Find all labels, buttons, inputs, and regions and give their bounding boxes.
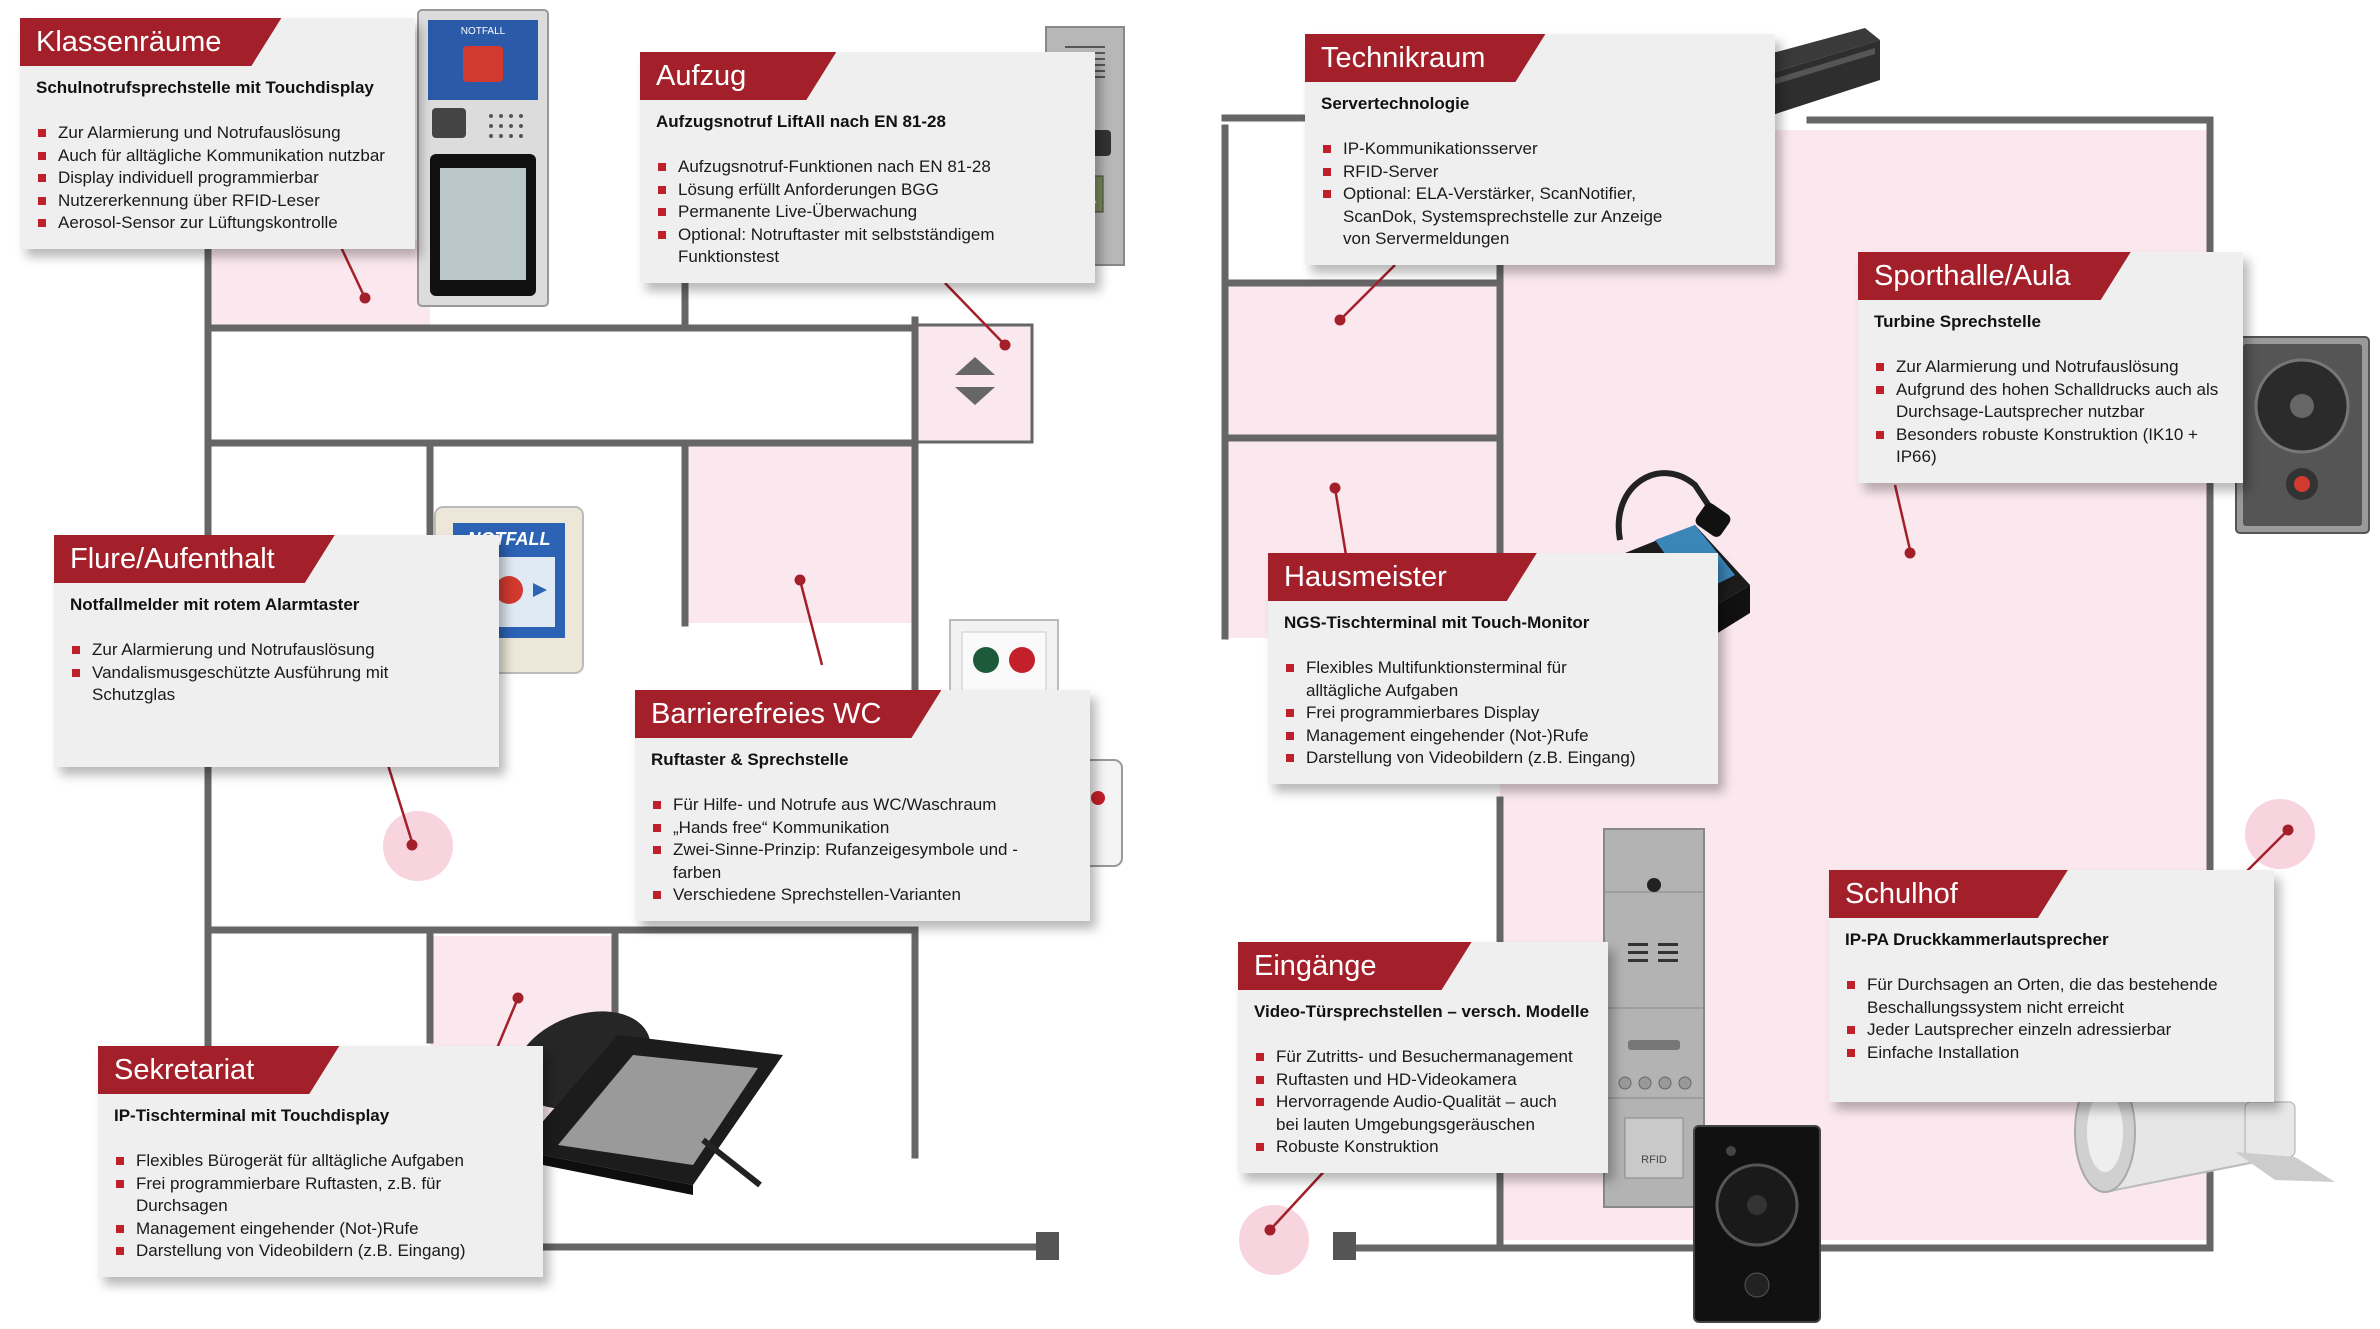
list-item: Auch für alltägliche Kommunikation nutzb… <box>36 145 399 168</box>
list-item: Darstellung von Videobildern (z.B. Einga… <box>1284 747 1644 770</box>
list-item: Jeder Lautsprecher einzeln adressierbar <box>1845 1019 2245 1042</box>
card-flure-subtitle: Notfallmelder mit rotem Alarmtaster <box>70 595 360 614</box>
card-flure-list: Zur Alarmierung und Notrufauslösung Vand… <box>70 639 410 707</box>
list-item: Optional: Notruftaster mit selbstständig… <box>656 224 1079 269</box>
card-wc-list: Für Hilfe- und Notrufe aus WC/Waschraum … <box>651 794 1021 907</box>
touch-panel-device-icon: NOTFALL <box>417 9 549 307</box>
card-klassenraeume-list: Zur Alarmierung und Notrufauslösung Auch… <box>36 122 399 235</box>
ip-desk-phone-device-icon <box>515 1011 783 1195</box>
card-klassenraeume-subtitle: Schulnotrufsprechstelle mit Touchdisplay <box>36 78 374 97</box>
elevator-shaft <box>913 323 1034 444</box>
horn-speaker-device-icon <box>2074 1070 2335 1194</box>
list-item: Vandalismusgeschützte Ausführung mit Sch… <box>70 662 410 707</box>
elevator-down-icon <box>955 387 995 405</box>
card-aufzug-list: Aufzugsnotruf-Funktionen nach EN 81-28 L… <box>656 156 1079 269</box>
card-schulhof: Schulhof IP-PA Druckkammerlautsprecher F… <box>1829 870 2274 1102</box>
elevator-up-icon <box>955 357 995 375</box>
list-item: Robuste Konstruktion <box>1254 1136 1584 1159</box>
card-hausmeister: Hausmeister NGS-Tischterminal mit Touch-… <box>1268 553 1718 784</box>
list-item: Verschiedene Sprechstellen-Varianten <box>651 884 1021 907</box>
list-item: Für Hilfe- und Notrufe aus WC/Waschraum <box>651 794 1021 817</box>
list-item: IP-Kommunikationsserver <box>1321 138 1681 161</box>
card-aufzug: Aufzug Aufzugsnotruf LiftAll nach EN 81-… <box>640 52 1095 283</box>
list-item: „Hands free“ Kommunikation <box>651 817 1021 840</box>
card-sporthalle-title: Sporthalle/Aula <box>1858 252 2131 300</box>
card-klassenraeume: Klassenräume Schulnotrufsprechstelle mit… <box>20 18 415 249</box>
card-barrierefreies-wc: Barrierefreies WC Ruftaster & Sprechstel… <box>635 690 1090 921</box>
list-item: Hervorragende Audio-Qualität – auch bei … <box>1254 1091 1584 1136</box>
list-item: Optional: ELA-Verstärker, ScanNotifier, … <box>1321 183 1681 251</box>
card-sporthalle-subtitle: Turbine Sprechstelle <box>1874 312 2041 331</box>
card-schulhof-list: Für Durchsagen an Orten, die das bestehe… <box>1845 974 2245 1064</box>
card-schulhof-subtitle: IP-PA Druckkammerlautsprecher <box>1845 930 2109 949</box>
list-item: Darstellung von Videobildern (z.B. Einga… <box>114 1240 484 1263</box>
panel-notfall-label: NOTFALL <box>461 26 506 37</box>
card-eingaenge-subtitle: Video-Türsprechstellen – versch. Modelle <box>1254 1002 1590 1021</box>
list-item: Zur Alarmierung und Notrufauslösung <box>70 639 410 662</box>
list-item: Einfache Installation <box>1845 1042 2245 1065</box>
card-aufzug-title: Aufzug <box>640 52 836 100</box>
card-technikraum-list: IP-Kommunikationsserver RFID-Server Opti… <box>1321 138 1681 251</box>
door-station-device-icon: RFID <box>1603 828 1705 1208</box>
marker-circle-flure <box>383 811 453 881</box>
list-item: RFID-Server <box>1321 161 1681 184</box>
card-wc-title: Barrierefreies WC <box>635 690 941 738</box>
list-item: Management eingehender (Not-)Rufe <box>114 1218 484 1241</box>
marker-circle-eingang <box>1239 1205 1309 1275</box>
list-item: Permanente Live-Überwachung <box>656 201 1079 224</box>
card-flure: Flure/Aufenthalt Notfallmelder mit rotem… <box>54 535 499 767</box>
card-technikraum-subtitle: Servertechnologie <box>1321 94 1470 113</box>
list-item: Display individuell programmierbar <box>36 167 399 190</box>
list-item: Frei programmierbares Display <box>1284 702 1644 725</box>
list-item: Aerosol-Sensor zur Lüftungskontrolle <box>36 212 399 235</box>
card-eingaenge-list: Für Zutritts- und Besuchermanagement Ruf… <box>1254 1046 1584 1159</box>
card-aufzug-subtitle: Aufzugsnotruf LiftAll nach EN 81-28 <box>656 112 946 131</box>
list-item: Zur Alarmierung und Notrufauslösung <box>1874 356 2219 379</box>
card-sporthalle: Sporthalle/Aula Turbine Sprechstelle Zur… <box>1858 252 2243 483</box>
card-hausmeister-title: Hausmeister <box>1268 553 1537 601</box>
list-item: Nutzererkennung über RFID-Leser <box>36 190 399 213</box>
location-dots <box>359 292 2294 1236</box>
card-technikraum-title: Technikraum <box>1305 34 1545 82</box>
card-klassenraeume-title: Klassenräume <box>20 18 281 66</box>
list-item: Für Zutritts- und Besuchermanagement <box>1254 1046 1584 1069</box>
card-eingaenge: Eingänge Video-Türsprechstellen – versch… <box>1238 942 1608 1173</box>
card-wc-subtitle: Ruftaster & Sprechstelle <box>651 750 849 769</box>
card-sekretariat-list: Flexibles Bürogerät für alltägliche Aufg… <box>114 1150 484 1263</box>
list-item: Zwei-Sinne-Prinzip: Rufanzeigesymbole un… <box>651 839 1021 884</box>
list-item: Flexibles Bürogerät für alltägliche Aufg… <box>114 1150 484 1173</box>
card-schulhof-title: Schulhof <box>1829 870 2068 918</box>
rfid-label: RFID <box>1641 1154 1667 1166</box>
list-item: Besonders robuste Konstruktion (IK10 + I… <box>1874 424 2219 469</box>
list-item: Frei programmierbare Ruftasten, z.B. für… <box>114 1173 484 1218</box>
card-flure-title: Flure/Aufenthalt <box>54 535 335 583</box>
turbine-intercom-device-icon <box>2235 336 2370 534</box>
list-item: Für Durchsagen an Orten, die das bestehe… <box>1845 974 2245 1019</box>
card-sekretariat: Sekretariat IP-Tischterminal mit Touchdi… <box>98 1046 543 1277</box>
card-technikraum: Technikraum Servertechnologie IP-Kommuni… <box>1305 34 1775 265</box>
list-item: Zur Alarmierung und Notrufauslösung <box>36 122 399 145</box>
list-item: Aufzugsnotruf-Funktionen nach EN 81-28 <box>656 156 1079 179</box>
card-sporthalle-list: Zur Alarmierung und Notrufauslösung Aufg… <box>1874 356 2219 469</box>
list-item: Management eingehender (Not-)Rufe <box>1284 725 1644 748</box>
card-hausmeister-subtitle: NGS-Tischterminal mit Touch-Monitor <box>1284 613 1590 632</box>
card-hausmeister-list: Flexibles Multifunktionsterminal für all… <box>1284 657 1644 770</box>
card-sekretariat-subtitle: IP-Tischterminal mit Touchdisplay <box>114 1106 390 1125</box>
turbine-door-station-device-icon <box>1693 1125 1821 1323</box>
list-item: Flexibles Multifunktionsterminal für all… <box>1284 657 1644 702</box>
marker-circle-schulhof <box>2245 799 2315 869</box>
card-eingaenge-title: Eingänge <box>1238 942 1472 990</box>
list-item: Lösung erfüllt Anforderungen BGG <box>656 179 1079 202</box>
card-sekretariat-title: Sekretariat <box>98 1046 339 1094</box>
list-item: Ruftasten und HD-Videokamera <box>1254 1069 1584 1092</box>
list-item: Aufgrund des hohen Schalldrucks auch als… <box>1874 379 2219 424</box>
